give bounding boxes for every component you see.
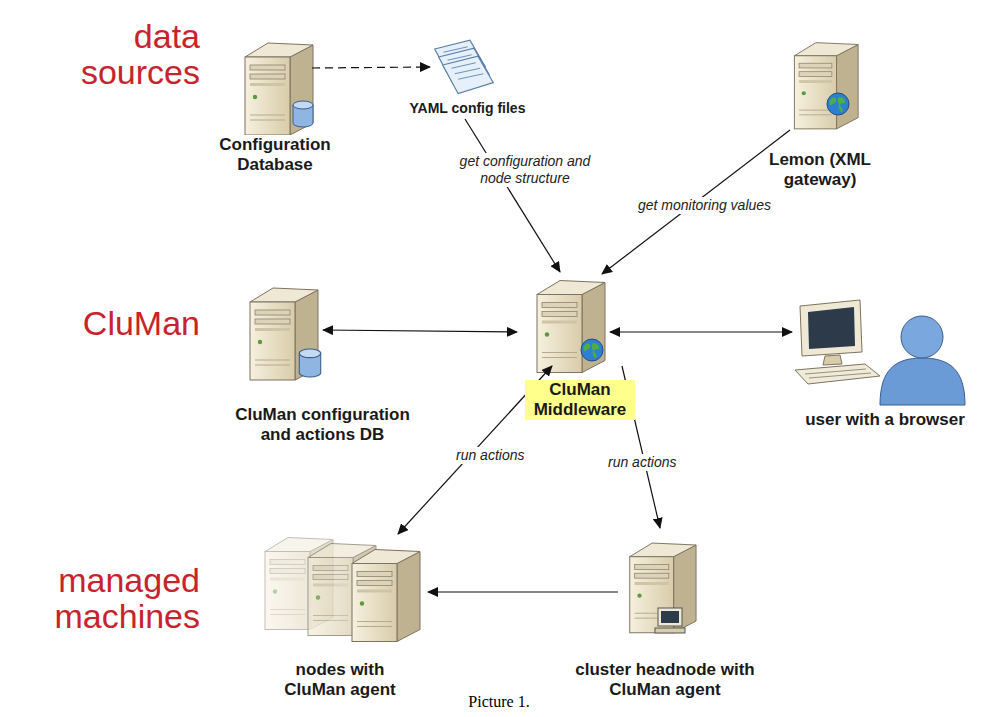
edge-label: run actions [453, 447, 527, 464]
server-node: Configuration Database [195, 30, 355, 175]
server-node: CluMan Middleware [520, 270, 640, 420]
node-caption: user with a browser [785, 410, 985, 430]
connector-arrow [428, 591, 618, 592]
caption: Picture 1. [0, 693, 998, 711]
node-caption: Configuration Database [195, 135, 355, 175]
edge-label: get configuration and node structure [442, 153, 608, 187]
node-caption: nodes with CluMan agent [275, 660, 405, 700]
node-label: Configuration Database [195, 135, 355, 175]
node-caption: Lemon (XML gateway) [760, 150, 880, 190]
node-label: YAML config files [410, 100, 526, 117]
node-label: user with a browser [805, 410, 965, 430]
node-caption: CluMan Middleware [525, 380, 635, 420]
server-node: Lemon (XML gateway) [745, 30, 895, 190]
server-node: user with a browser [780, 300, 990, 430]
node-caption: YAML config files [395, 99, 540, 117]
edge-label: get monitoring values [635, 197, 774, 214]
tier-label: CluMan [40, 305, 200, 341]
dashed-connector [312, 67, 430, 68]
connector-arrow [610, 331, 792, 332]
tier-label: managed machines [40, 562, 200, 634]
server-node: cluster headnode with CluMan agent [560, 520, 770, 700]
node-label: nodes with CluMan agent [275, 660, 405, 700]
server-node: nodes with CluMan agent [250, 520, 430, 700]
edge-label: run actions [605, 454, 679, 471]
node-label: CluMan configuration and actions DB [223, 405, 423, 445]
node-caption: CluMan configuration and actions DB [223, 405, 423, 445]
connector-arrow [602, 130, 790, 274]
node-caption: cluster headnode with CluMan agent [565, 660, 765, 700]
server-node: YAML config files [395, 35, 540, 117]
node-label: Lemon (XML gateway) [760, 150, 880, 190]
node-label: cluster headnode with CluMan agent [565, 660, 765, 700]
server-node: CluMan configuration and actions DB [195, 270, 450, 445]
tier-label: data sources [40, 18, 200, 90]
node-label: CluMan Middleware [525, 380, 635, 420]
connector-arrow [323, 330, 517, 332]
connector-arrow [465, 119, 560, 272]
